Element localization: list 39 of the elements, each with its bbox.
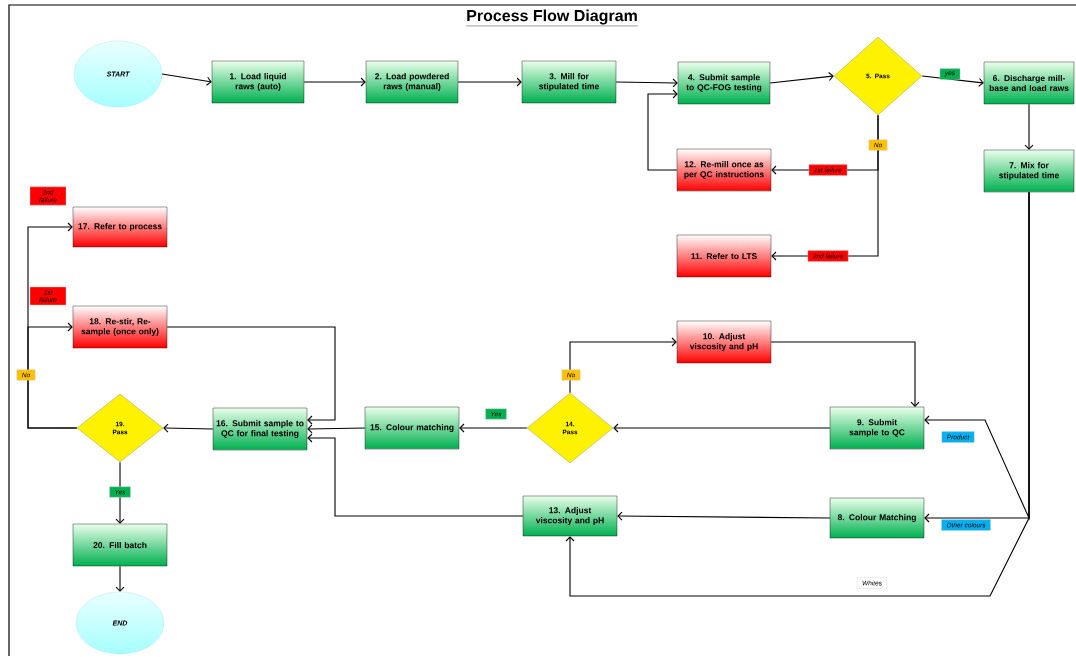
process-box: 20. Fill batch bbox=[72, 523, 168, 567]
arrow bbox=[921, 75, 984, 87]
arrow bbox=[115, 461, 125, 524]
process-box: 6. Discharge mill-base and load raws bbox=[983, 61, 1075, 105]
arrow bbox=[615, 78, 678, 88]
process-box: 10. Adjust viscosity and pH bbox=[676, 320, 772, 364]
arrow bbox=[161, 73, 212, 86]
process-box: 3. Mill for stipulated time bbox=[521, 60, 617, 104]
process-box: 8. Colour Matching bbox=[829, 497, 925, 539]
arrow bbox=[770, 341, 920, 407]
arrow bbox=[303, 77, 366, 87]
process-box: 1. Load liquid raws (auto) bbox=[211, 60, 305, 104]
process-box: 7. Mix for stipulated time bbox=[983, 149, 1075, 193]
arrow bbox=[769, 72, 834, 84]
process-box: 16. Submit sample to QC for final testing bbox=[212, 407, 308, 451]
arrow bbox=[307, 433, 524, 517]
arrow bbox=[163, 423, 214, 433]
arrow bbox=[569, 337, 677, 394]
arrow bbox=[307, 424, 366, 434]
arrow bbox=[647, 89, 678, 171]
arrow bbox=[27, 222, 78, 429]
arrow bbox=[613, 423, 831, 433]
arrow bbox=[565, 191, 1030, 597]
process-box: 15. Colour matching bbox=[364, 406, 460, 450]
title: Process Flow Diagram bbox=[466, 9, 639, 27]
process-box: 13. Adjust viscosity and pH bbox=[522, 495, 618, 537]
process-box: 18. Re-stir, Re-sample (once only) bbox=[72, 305, 168, 349]
process-box: 2. Load powdered raws (manual) bbox=[365, 60, 459, 104]
arrow bbox=[115, 565, 125, 592]
process-box: 11. Refer to LTS bbox=[676, 234, 772, 278]
arrow bbox=[617, 511, 831, 521]
arrow bbox=[459, 423, 528, 433]
process-box: 12. Re-mill once as per QC instructions bbox=[676, 148, 772, 192]
process-box: 4. Submit sample to QC-FOG testing bbox=[677, 61, 771, 105]
process-box: 17. Refer to process bbox=[72, 206, 168, 248]
arrow bbox=[166, 326, 336, 425]
process-box: 9. Submit sample to QC bbox=[829, 406, 925, 450]
arrow bbox=[1024, 103, 1034, 150]
arrow bbox=[457, 77, 522, 87]
